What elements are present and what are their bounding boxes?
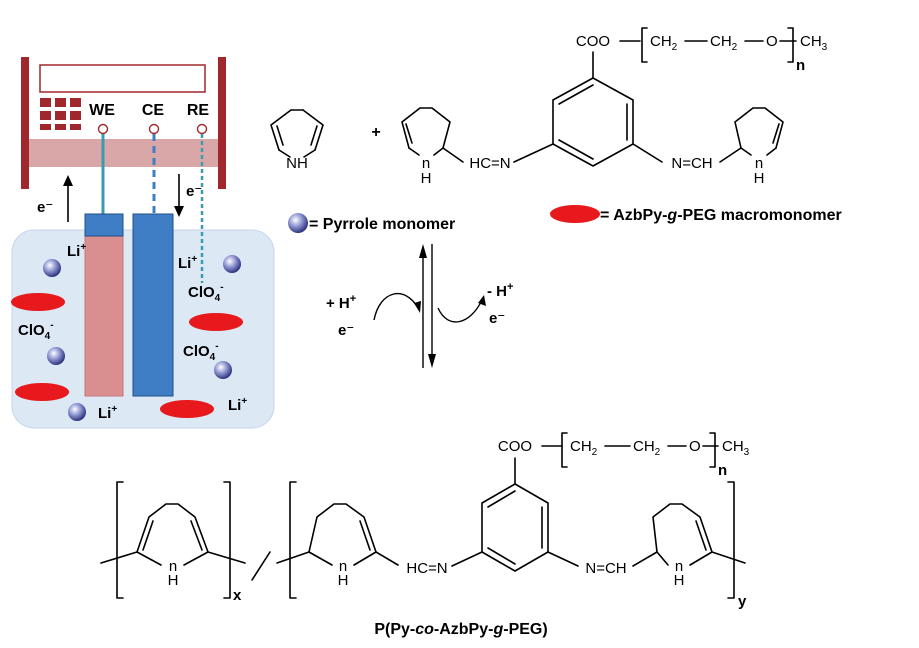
ce-label: CE	[142, 102, 165, 119]
pyrrole-sphere	[43, 259, 61, 277]
polymer-right-pyrrole-h: H	[674, 572, 685, 589]
polymer-ester-coo: COO	[498, 438, 532, 455]
polymer-left-pyrrole-h: H	[338, 572, 349, 589]
polymer-peg-ch2-1: CH2	[570, 438, 598, 458]
we-label: WE	[89, 102, 115, 119]
peg-ch2-1: CH2	[650, 33, 678, 53]
macromonomer-ellipse	[15, 383, 69, 401]
polymer-peg-ch3: CH3	[722, 438, 750, 458]
polymer-left-pyrrole-n: n	[339, 558, 347, 575]
electron-flow-up-arrow	[63, 175, 73, 222]
macromonomer-ellipse	[160, 400, 214, 418]
legend-macromonomer-ellipse	[550, 205, 600, 223]
polymer-structure: x n H y n H HC=N COO CH2 CH2	[100, 432, 750, 610]
right-pyrrole-n: n	[755, 155, 763, 172]
li-ion-label: Li+	[178, 254, 197, 272]
instrument-cable-bar	[29, 139, 218, 167]
pyrrole-nh: NH	[286, 155, 308, 172]
reaction-plus: +	[371, 124, 380, 141]
left-electron-label: e⁻	[338, 322, 354, 339]
ce-terminal	[148, 123, 160, 135]
electron-left-label: e⁻	[37, 199, 53, 216]
macromonomer-ellipse	[11, 293, 65, 311]
polymer-name: P(Py-co-AzbPy-g-PEG)	[374, 621, 547, 638]
left-pyrrole-nh: n	[422, 155, 430, 172]
pyrrole-sphere	[47, 347, 65, 365]
pyrrole-sphere	[223, 255, 241, 273]
polymer-left-imine: HC=N	[406, 560, 447, 577]
left-imine: HC=N	[469, 155, 510, 172]
re-label: RE	[187, 102, 210, 119]
reduction-curved-arrow	[437, 295, 486, 323]
peg-repeat-n: n	[796, 57, 805, 74]
pyrrole-sphere	[68, 403, 86, 421]
right-proton-label: - H+	[487, 281, 513, 300]
peg-ch2-2: CH2	[710, 33, 738, 53]
polymer-right-pyrrole-n: n	[675, 558, 683, 575]
perchlorate-ion-label: ClO4-	[18, 320, 54, 342]
electron-right-label: e⁻	[186, 183, 202, 200]
legend-pyrrole-sphere	[288, 213, 308, 233]
right-imine: N=CH	[671, 155, 712, 172]
instrument-left-post	[21, 57, 29, 189]
instrument-display	[39, 64, 206, 93]
li-ion-label: Li+	[67, 242, 86, 260]
we-terminal	[97, 123, 109, 135]
legend: = Pyrrole monomer = AzbPy-g-PEG macromon…	[288, 205, 842, 233]
repeat-y: y	[738, 593, 747, 610]
right-electron-label: e⁻	[489, 310, 505, 327]
working-electrode	[84, 235, 124, 397]
left-proton-label: + H+	[326, 293, 356, 312]
ester-coo: COO	[576, 33, 610, 50]
electrochemical-cell: WE CE RE e⁻ e⁻	[11, 57, 275, 429]
re-terminal	[196, 123, 208, 135]
legend-pyrrole-label: = Pyrrole monomer	[309, 216, 455, 233]
pyrrole-sphere	[214, 361, 232, 379]
electron-flow-down-arrow	[174, 174, 184, 217]
li-ion-label: Li+	[228, 396, 247, 414]
oxidation-curved-arrow	[373, 292, 421, 321]
instrument-right-post	[218, 57, 226, 189]
legend-macromonomer-label: = AzbPy-g-PEG macromonomer	[600, 207, 842, 224]
pyrrole-structure: NH	[270, 109, 324, 172]
counter-electrode	[132, 213, 174, 397]
working-electrode-cap	[84, 213, 124, 237]
instrument-keypad	[40, 98, 81, 130]
polypyrrole-n: n	[169, 558, 177, 575]
perchlorate-ion-label: ClO4-	[188, 282, 224, 304]
li-ion-label: Li+	[98, 404, 117, 422]
polymer-peg-n: n	[718, 462, 727, 479]
peg-o: O	[766, 33, 778, 50]
perchlorate-ion-label: ClO4-	[183, 341, 219, 363]
left-pyrrole-h: H	[421, 170, 432, 187]
peg-ch3: CH3	[800, 33, 828, 53]
right-pyrrole-h: H	[754, 170, 765, 187]
repeat-x: x	[233, 587, 242, 604]
macromonomer-structure: n H HC=N COO CH2 CH2 O n CH3 N=CH n H	[401, 27, 828, 187]
polymer-right-imine: N=CH	[585, 560, 626, 577]
polymer-peg-ch2-2: CH2	[633, 438, 661, 458]
polypyrrole-h: H	[168, 572, 179, 589]
macromonomer-ellipse	[189, 313, 243, 331]
polymer-peg-o: O	[689, 438, 701, 455]
equilibrium-arrows	[419, 244, 436, 368]
